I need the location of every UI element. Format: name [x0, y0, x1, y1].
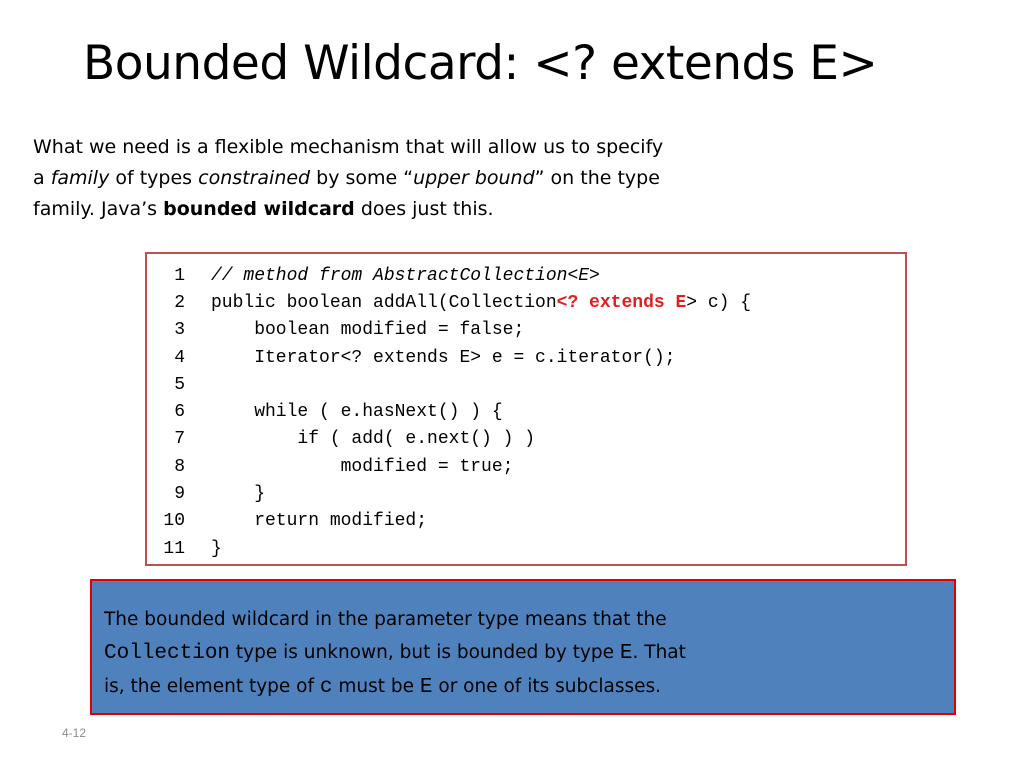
note-code-c: c [319, 676, 333, 699]
line-number: 5 [174, 374, 185, 395]
intro-text: ” on the type [534, 167, 660, 189]
line-number: 11 [163, 538, 185, 559]
intro-emphasis-constrained: constrained [198, 167, 311, 189]
intro-emphasis-family: family [50, 167, 110, 189]
code-line: 2 public boolean addAll(Collection<? ext… [147, 289, 905, 316]
code-text: public boolean addAll(Collection<? exten… [211, 293, 905, 313]
note-text: or one of its subclasses. [432, 676, 662, 697]
intro-text: does just this. [354, 198, 494, 220]
code-text: return modified; [211, 511, 428, 532]
line-number: 4 [174, 347, 185, 368]
code-line: 8 modified = true; [147, 453, 905, 480]
code-text: while ( e.hasNext() ) { [211, 402, 503, 423]
code-text: modified = true; [211, 456, 514, 477]
note-text: must be [332, 676, 420, 697]
code-line: 11 } [147, 535, 905, 562]
note-code-collection: Collection [104, 642, 231, 665]
page-number: 4-12 [62, 726, 87, 740]
code-text: if ( add( e.next() ) ) [211, 429, 536, 450]
line-number: 6 [174, 402, 185, 423]
code-highlight-wildcard: <? extends E [556, 292, 687, 313]
code-line: 6 while ( e.hasNext() ) { [147, 398, 905, 425]
code-text: } [211, 484, 266, 505]
intro-paragraph: What we need is a flexible mechanism tha… [33, 132, 733, 225]
code-line: 1 // method from AbstractCollection<E> [147, 262, 905, 289]
code-text-part: > c) { [686, 292, 752, 313]
intro-line-1: What we need is a flexible mechanism tha… [33, 136, 664, 158]
code-text: boolean modified = false; [211, 320, 525, 341]
code-listing: 1 // method from AbstractCollection<E> 2… [145, 252, 907, 566]
intro-text: by some “ [310, 167, 414, 189]
line-number: 9 [174, 484, 185, 505]
code-line: 5 [147, 371, 905, 398]
explanation-callout: The bounded wildcard in the parameter ty… [90, 579, 956, 715]
line-number: 8 [174, 456, 185, 477]
line-number: 7 [174, 429, 185, 450]
intro-text: family. Java’s [33, 198, 164, 220]
note-line-1: The bounded wildcard in the parameter ty… [104, 609, 667, 630]
line-number: 2 [174, 292, 185, 313]
code-line: 9 } [147, 480, 905, 507]
intro-text: a [33, 167, 51, 189]
intro-text: of types [109, 167, 199, 189]
code-line: 7 if ( add( e.next() ) ) [147, 426, 905, 453]
note-line-3: is, the element type of c must be E or o… [104, 670, 942, 704]
code-text: } [211, 538, 222, 559]
code-line: 3 boolean modified = false; [147, 317, 905, 344]
intro-bold-bounded-wildcard: bounded wildcard [163, 198, 355, 220]
code-line: 10 return modified; [147, 508, 905, 535]
note-text: is, the element type of [104, 676, 320, 697]
line-number: 10 [163, 511, 185, 532]
note-code-e: E [419, 676, 433, 699]
intro-emphasis-upper-bound: upper bound [413, 167, 535, 189]
code-comment: // method from AbstractCollection<E> [211, 265, 600, 286]
note-code-e: E [619, 642, 633, 665]
slide-title: Bounded Wildcard: <? extends E> [83, 36, 878, 91]
intro-line-2: a family of types constrained by some “u… [33, 163, 733, 194]
line-number: 1 [174, 265, 185, 286]
code-text: Iterator<? extends E> e = c.iterator(); [211, 347, 676, 368]
intro-line-3: family. Java’s bounded wildcard does jus… [33, 194, 733, 225]
code-line: 4 Iterator<? extends E> e = c.iterator()… [147, 344, 905, 371]
code-text-part: public boolean addAll(Collection [211, 292, 557, 313]
line-number: 3 [174, 320, 185, 341]
note-line-2: Collection type is unknown, but is bound… [104, 636, 942, 670]
note-text: . That [632, 642, 686, 663]
note-text: type is unknown, but is bounded by type [230, 642, 620, 663]
